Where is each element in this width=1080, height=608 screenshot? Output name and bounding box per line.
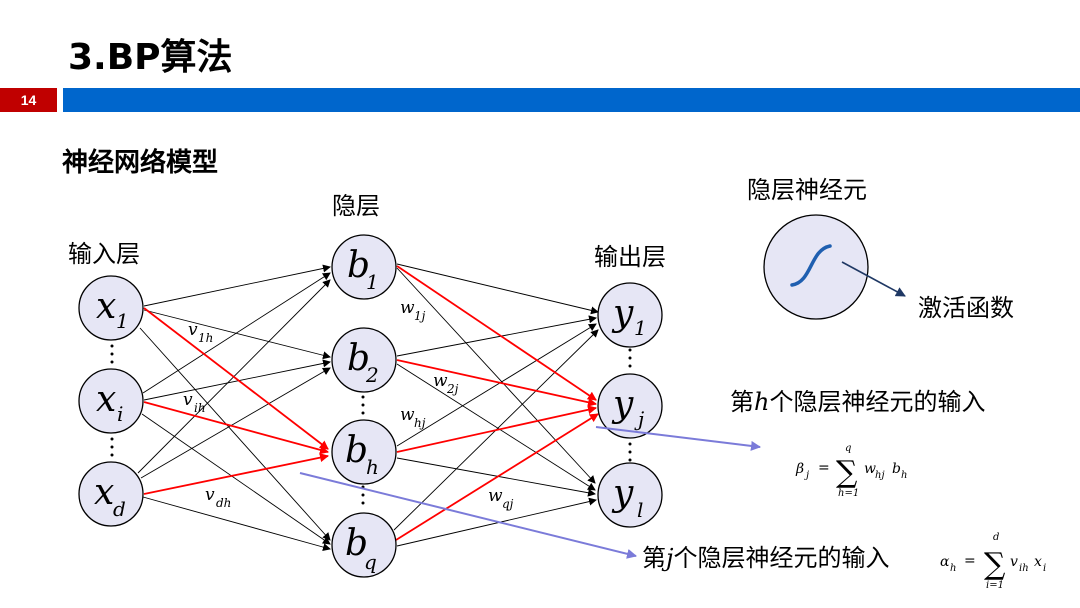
svg-text:d: d [993, 532, 999, 543]
neuron-illustration [763, 214, 906, 320]
svg-text:=: = [818, 460, 830, 476]
svg-text:b: b [347, 245, 370, 286]
weight-w1j: w 1j [400, 298, 426, 323]
hidden-node-q: b q [331, 512, 397, 578]
svg-text:v: v [183, 390, 193, 410]
svg-text:2j: 2j [446, 382, 459, 396]
svg-text:i=1: i=1 [986, 580, 1004, 591]
svg-text:y: y [611, 384, 634, 425]
svg-text:h: h [366, 455, 379, 479]
svg-text:qj: qj [502, 497, 514, 511]
formula-beta: β j = q ∑ h=1 w hj b h [795, 443, 907, 499]
hidden-node-h: b h [331, 419, 397, 485]
hidden-input-note: 第j个隐层神经元的输入 [642, 544, 889, 572]
output-node-1: y 1 [597, 282, 663, 348]
pointer-arrow-hidden [299, 472, 637, 559]
svg-text:x: x [1034, 554, 1042, 570]
svg-text:j: j [804, 470, 809, 481]
ellipsis-dots [110, 344, 632, 505]
svg-text:1: 1 [116, 309, 129, 333]
svg-text:x: x [96, 379, 116, 420]
output-layer-label: 输出层 [594, 243, 666, 271]
svg-text:1: 1 [634, 316, 647, 340]
svg-text:x: x [94, 472, 114, 513]
svg-text:l: l [637, 498, 643, 522]
svg-text:1j: 1j [414, 309, 426, 323]
hidden-output-highlight [395, 265, 599, 541]
weight-vdh: v dh [205, 485, 231, 510]
svg-text:h: h [950, 563, 956, 574]
svg-text:w: w [864, 461, 876, 477]
output-node-l: y l [597, 462, 663, 528]
svg-text:1: 1 [366, 270, 379, 294]
svg-text:w: w [433, 371, 448, 391]
svg-text:b: b [347, 338, 370, 379]
pointer-arrow-output [595, 426, 761, 451]
weight-v1h: v 1h [188, 320, 213, 345]
svg-text:x: x [96, 286, 116, 327]
svg-text:=: = [964, 553, 976, 569]
svg-text:d: d [113, 497, 126, 521]
svg-text:q: q [364, 550, 377, 574]
hidden-node-2: b 2 [331, 327, 397, 393]
header-bar: 14 [0, 88, 1080, 112]
svg-text:ih: ih [1019, 563, 1029, 574]
formula-alpha: α h = d ∑ i=1 v ih x i [940, 532, 1046, 591]
activation-arrow [841, 261, 906, 297]
svg-text:β: β [795, 461, 804, 477]
page-number: 14 [0, 88, 57, 112]
hidden-node-1: b 1 [331, 234, 397, 300]
hidden-layer-label: 隐层 [332, 192, 380, 220]
svg-text:h=1: h=1 [838, 488, 859, 499]
input-node-1: x 1 [78, 275, 144, 341]
svg-text:w: w [400, 298, 415, 318]
svg-text:v: v [1010, 554, 1018, 570]
header-blue-bar [63, 88, 1080, 112]
weight-wqj: w qj [488, 486, 514, 511]
svg-text:i: i [1043, 563, 1046, 574]
svg-text:i: i [117, 402, 123, 426]
svg-text:dh: dh [216, 496, 231, 510]
svg-text:∑: ∑ [836, 455, 858, 490]
input-hidden-highlight [143, 307, 329, 495]
svg-text:∑: ∑ [984, 547, 1006, 582]
sigmoid-curve-icon [790, 244, 832, 287]
svg-text:hj: hj [414, 416, 426, 430]
weight-vih: v ih [183, 390, 206, 415]
svg-text:b: b [345, 430, 368, 471]
weight-w2j: w 2j [433, 371, 459, 396]
weight-whj: w hj [400, 405, 426, 430]
svg-text:α: α [940, 554, 950, 570]
input-node-d: x d [78, 461, 144, 527]
neuron-title: 隐层神经元 [747, 176, 867, 204]
section-title: 神经网络模型 [62, 148, 219, 178]
output-node-j: y j [597, 373, 663, 439]
input-layer-label: 输入层 [68, 240, 140, 268]
svg-text:q: q [845, 443, 851, 454]
svg-text:b: b [345, 523, 368, 564]
svg-text:h: h [901, 470, 907, 481]
svg-text:b: b [892, 461, 901, 477]
activation-label: 激活函数 [918, 294, 1014, 322]
slide-title: 3.BP算法 [68, 37, 233, 78]
input-node-i: x i [78, 368, 144, 434]
output-input-note: 第h个隐层神经元的输入 [730, 388, 985, 416]
svg-text:y: y [611, 473, 634, 514]
svg-text:v: v [188, 320, 198, 340]
svg-text:y: y [611, 293, 634, 334]
svg-text:hj: hj [875, 470, 885, 481]
svg-text:j: j [634, 407, 644, 431]
svg-text:2: 2 [365, 363, 379, 387]
svg-text:w: w [488, 486, 503, 506]
svg-text:ih: ih [194, 401, 206, 415]
svg-text:1h: 1h [198, 331, 213, 345]
svg-text:v: v [205, 485, 215, 505]
svg-text:w: w [400, 405, 415, 425]
